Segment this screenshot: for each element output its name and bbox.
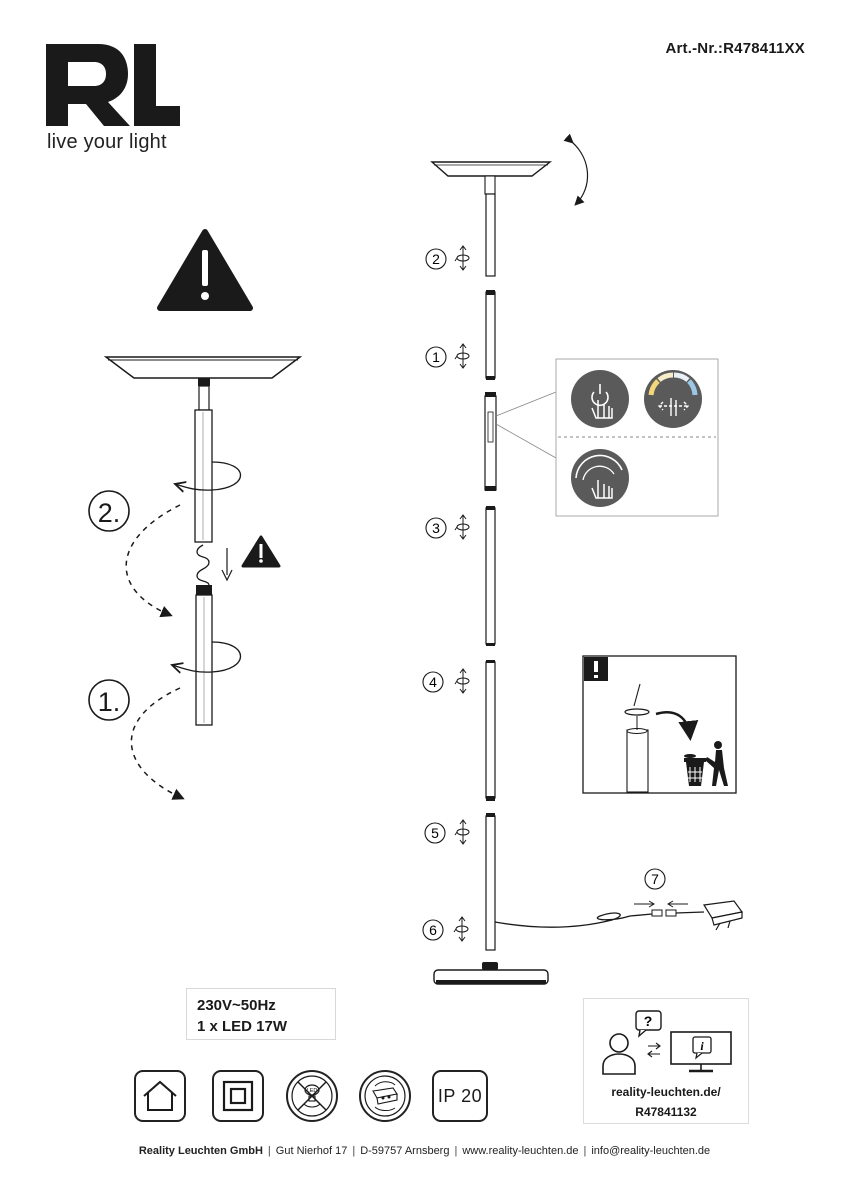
footer-website[interactable]: www.reality-leuchten.de xyxy=(462,1145,579,1157)
pole-connectors xyxy=(485,290,496,817)
protection-class-ii-icon xyxy=(212,1070,264,1122)
exchange-arrows-icon xyxy=(647,1042,661,1058)
touch-dimming-icon xyxy=(571,449,629,507)
adapter-cable xyxy=(675,911,705,914)
step-label-2: 2 xyxy=(432,251,440,267)
step-circle-3: 3 xyxy=(425,517,447,539)
brand-tagline: live your light xyxy=(47,131,167,153)
cable-plug xyxy=(651,909,663,917)
step-circle-large-1: 1. xyxy=(88,679,130,721)
cable-socket xyxy=(665,909,677,917)
step-label-6: 6 xyxy=(429,922,437,938)
support-code: R47841132 xyxy=(635,1105,697,1119)
indoor-use-icon xyxy=(134,1070,186,1122)
step-circle-2: 2 xyxy=(425,248,447,270)
ip-rating-icon: IP 20 xyxy=(432,1070,488,1122)
disposal-note xyxy=(582,655,737,794)
pole-segments xyxy=(484,193,497,951)
lamp-head-left xyxy=(103,356,303,411)
brand-logo xyxy=(46,40,186,160)
footer: Reality Leuchten GmbH|Gut Nierhof 17|D-5… xyxy=(138,1145,711,1157)
power-adapter xyxy=(703,900,744,931)
touch-onoff-icon xyxy=(571,370,629,428)
warning-small-icon xyxy=(241,535,281,568)
step-circle-large-2: 2. xyxy=(88,490,130,532)
led-not-replaceable-icon: LED xyxy=(286,1070,338,1122)
step-circle-6: 6 xyxy=(422,919,444,941)
led-spec: 1 x LED 17W xyxy=(197,1018,288,1035)
step-circle-7: 7 xyxy=(644,868,666,890)
color-temperature-icon xyxy=(644,370,702,428)
step-circle-4: 4 xyxy=(422,671,444,693)
driver-not-replaceable-icon xyxy=(359,1070,411,1122)
footer-company: Reality Leuchten GmbH xyxy=(138,1145,263,1157)
support-box: reality-leuchten.de/ R47841132 xyxy=(583,998,749,1124)
question-bubble-icon: ? xyxy=(635,1010,662,1038)
step-label-large-2: 2. xyxy=(98,498,121,528)
step-label-large-1: 1. xyxy=(98,687,121,717)
step-circle-5: 5 xyxy=(424,822,446,844)
support-url[interactable]: reality-leuchten.de/ xyxy=(611,1085,721,1099)
down-arrow-icon xyxy=(221,548,233,582)
lamp-head-main xyxy=(430,161,553,195)
svg-text:i: i xyxy=(700,1039,704,1053)
svg-text:LED: LED xyxy=(307,1088,318,1094)
step-label-1: 1 xyxy=(432,349,440,365)
step-label-3: 3 xyxy=(432,520,440,536)
info-monitor-icon: i xyxy=(670,1031,732,1073)
upper-tube-left xyxy=(175,409,241,543)
dashed-arrow-2 xyxy=(125,504,181,618)
footer-city: D-59757 Arnsberg xyxy=(360,1145,450,1157)
lamp-base xyxy=(433,962,549,985)
spring-cable xyxy=(196,544,210,590)
step-label-7: 7 xyxy=(651,871,659,887)
svg-text:?: ? xyxy=(644,1013,653,1029)
step-label-4: 4 xyxy=(429,674,437,690)
voltage-spec: 230V~50Hz xyxy=(197,997,276,1014)
lower-tube-left xyxy=(172,585,241,726)
rotate-symbols xyxy=(453,245,470,942)
tilt-arrow xyxy=(563,133,589,206)
footer-email[interactable]: info@reality-leuchten.de xyxy=(591,1145,711,1157)
footer-address: Gut Nierhof 17 xyxy=(275,1145,348,1157)
warning-icon xyxy=(157,229,253,311)
spec-box: 230V~50Hz 1 x LED 17W xyxy=(186,988,336,1040)
step-label-5: 5 xyxy=(431,825,439,841)
dashed-arrow-1 xyxy=(130,687,185,800)
ip-rating-label: IP 20 xyxy=(437,1085,483,1106)
power-cable xyxy=(494,912,653,928)
article-number: Art.-Nr.:R478411XX xyxy=(665,40,805,57)
step-circle-1: 1 xyxy=(425,346,447,368)
connect-arrows xyxy=(634,900,688,908)
touch-control-callout xyxy=(495,358,719,517)
touch-switch xyxy=(487,411,494,443)
support-person-icon xyxy=(602,1033,636,1075)
